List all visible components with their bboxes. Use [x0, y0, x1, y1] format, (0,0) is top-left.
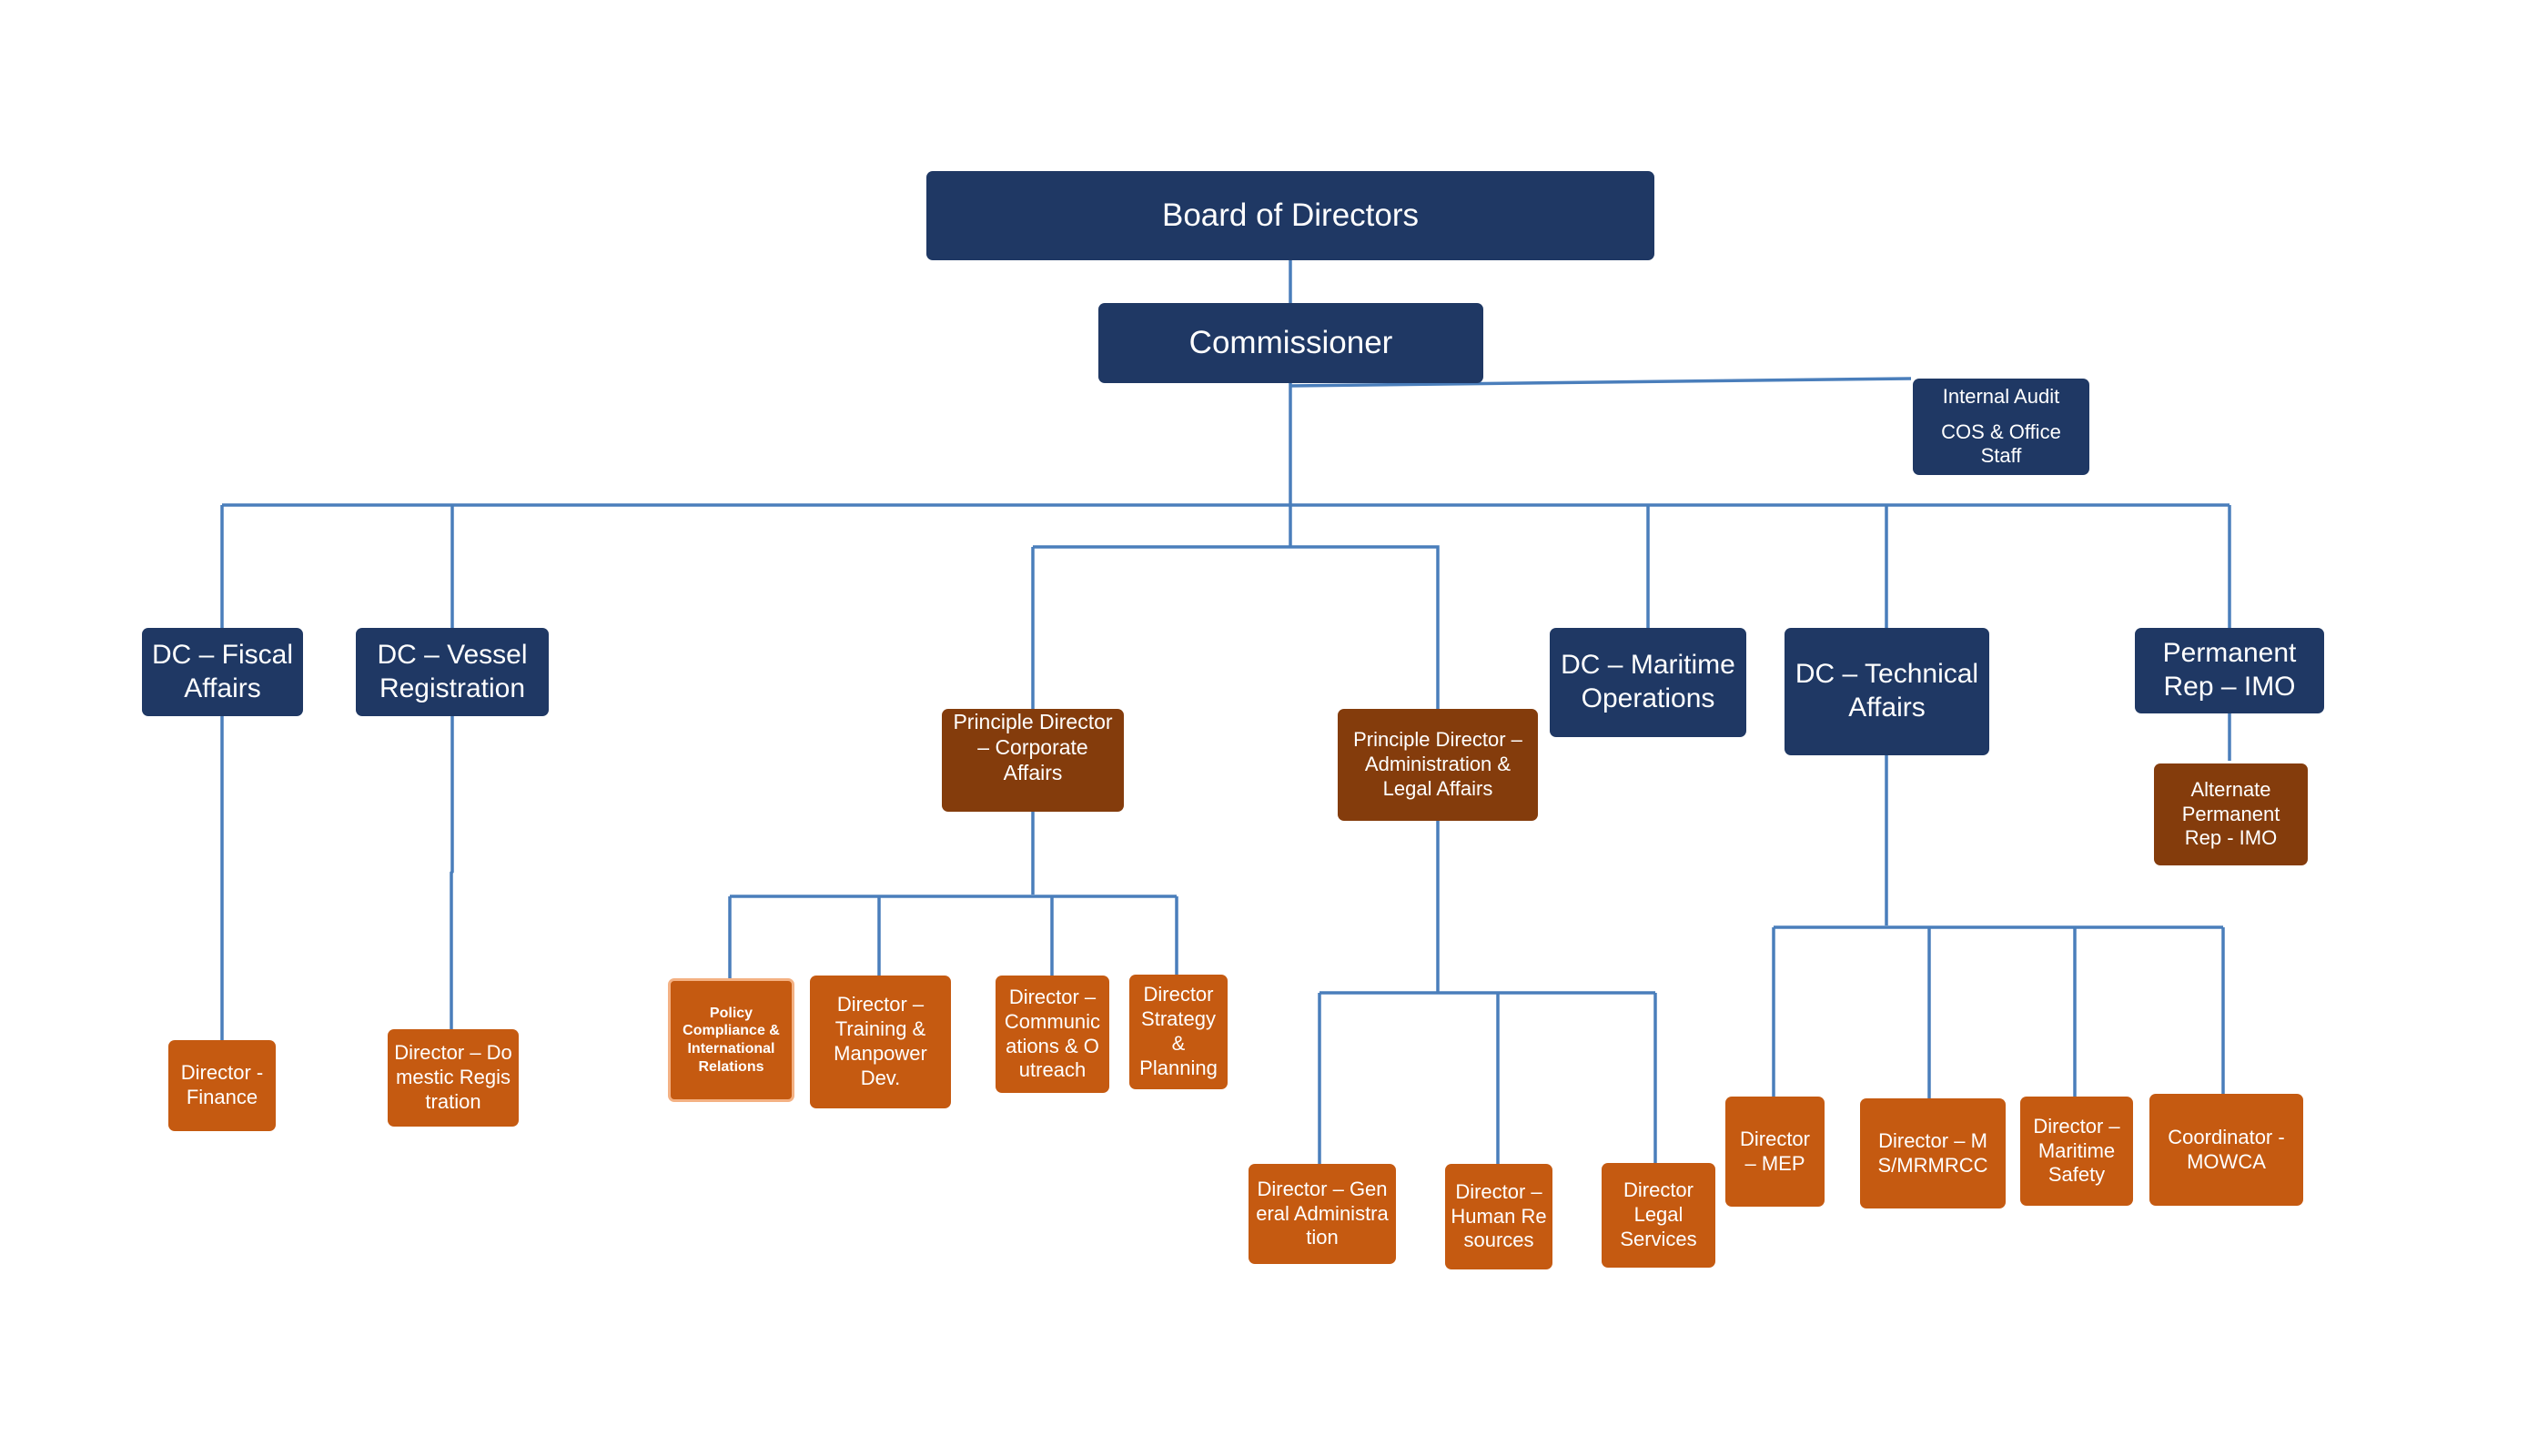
principle-director-corporate-affairs-box[interactable]: Principle Director – Corporate Affairs: [942, 709, 1124, 812]
director-maritime-safety-box[interactable]: Director – Maritime Safety: [2020, 1097, 2133, 1206]
connector-principles-bus: [1031, 545, 1440, 709]
connector-corporate-bus: [728, 812, 1178, 978]
cos-office-staff-label: COS & Office Staff: [1941, 420, 2061, 468]
connector-staff: [1289, 377, 1912, 388]
connector-admin-bus: [1318, 821, 1657, 1164]
director-domestic-registration-box[interactable]: Director – Domestic Registration: [388, 1029, 519, 1127]
director-strategy-planning-box[interactable]: Director Strategy & Planning: [1129, 975, 1228, 1089]
director-human-resources-box[interactable]: Director – Human Resources: [1445, 1164, 1552, 1269]
dc-vessel-registration-box[interactable]: DC – Vessel Registration: [356, 628, 549, 716]
director-finance-box[interactable]: Director - Finance: [168, 1040, 276, 1131]
director-training-manpower-box[interactable]: Director – Training & Manpower Dev.: [810, 976, 951, 1108]
commissioner-box[interactable]: Commissioner: [1098, 303, 1483, 383]
connector-technical-bus: [1772, 755, 2225, 1098]
policy-compliance-international-relations-box[interactable]: Policy Compliance & International Relati…: [668, 978, 794, 1102]
director-mep-box[interactable]: Director – MEP: [1725, 1097, 1825, 1207]
director-communications-outreach-box[interactable]: Director – Communications & Outreach: [996, 976, 1109, 1093]
principle-director-admin-legal-box[interactable]: Principle Director – Administration & Le…: [1338, 709, 1538, 821]
connector-domestic: [450, 716, 454, 1029]
dc-technical-affairs-box[interactable]: DC – Technical Affairs: [1785, 628, 1989, 755]
director-msmrmrcc-box[interactable]: Director – MS/MRMRCC: [1860, 1098, 2006, 1208]
dc-maritime-operations-box[interactable]: DC – Maritime Operations: [1550, 628, 1746, 737]
permanent-rep-imo-box[interactable]: Permanent Rep – IMO: [2135, 628, 2324, 713]
coordinator-mowca-box[interactable]: Coordinator - MOWCA: [2149, 1094, 2303, 1206]
dc-fiscal-affairs-box[interactable]: DC – Fiscal Affairs: [142, 628, 303, 716]
board-of-directors-box[interactable]: Board of Directors: [926, 171, 1654, 260]
alternate-permanent-rep-imo-box[interactable]: Alternate Permanent Rep - IMO: [2154, 763, 2308, 865]
internal-audit-label: Internal Audit: [1942, 384, 2060, 408]
director-general-administration-box[interactable]: Director – General Administration: [1249, 1164, 1396, 1264]
director-legal-services-box[interactable]: Director Legal Services: [1602, 1163, 1715, 1268]
internal-audit-staff-box[interactable]: Internal Audit COS & Office Staff: [1913, 379, 2089, 475]
